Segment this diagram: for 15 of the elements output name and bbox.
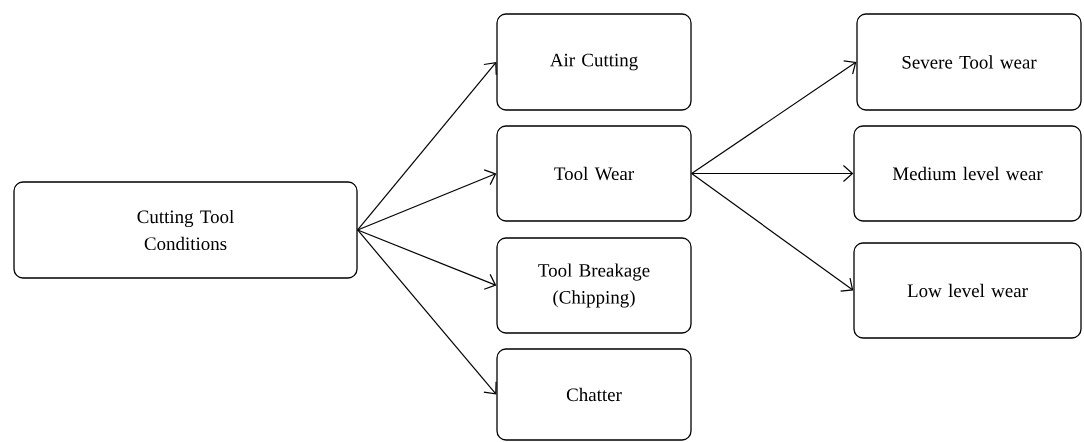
process-box: Tool Wear: [496, 125, 692, 222]
arrow: [691, 164, 854, 183]
arrow: [357, 229, 497, 395]
process-box: Chatter: [496, 348, 692, 441]
arrow: [357, 169, 497, 231]
process-box: Low level wear: [853, 242, 1082, 339]
process-box: Tool Breakage (Chipping): [496, 237, 692, 334]
arrow: [691, 60, 857, 175]
process-box: Air Cutting: [496, 13, 692, 111]
process-box: Severe Tool wear: [856, 13, 1082, 111]
arrow: [357, 62, 497, 231]
process-box: Cutting Tool Conditions: [13, 181, 358, 279]
process-box: Medium level wear: [853, 125, 1082, 222]
arrow: [357, 229, 497, 290]
arrow: [691, 172, 854, 292]
